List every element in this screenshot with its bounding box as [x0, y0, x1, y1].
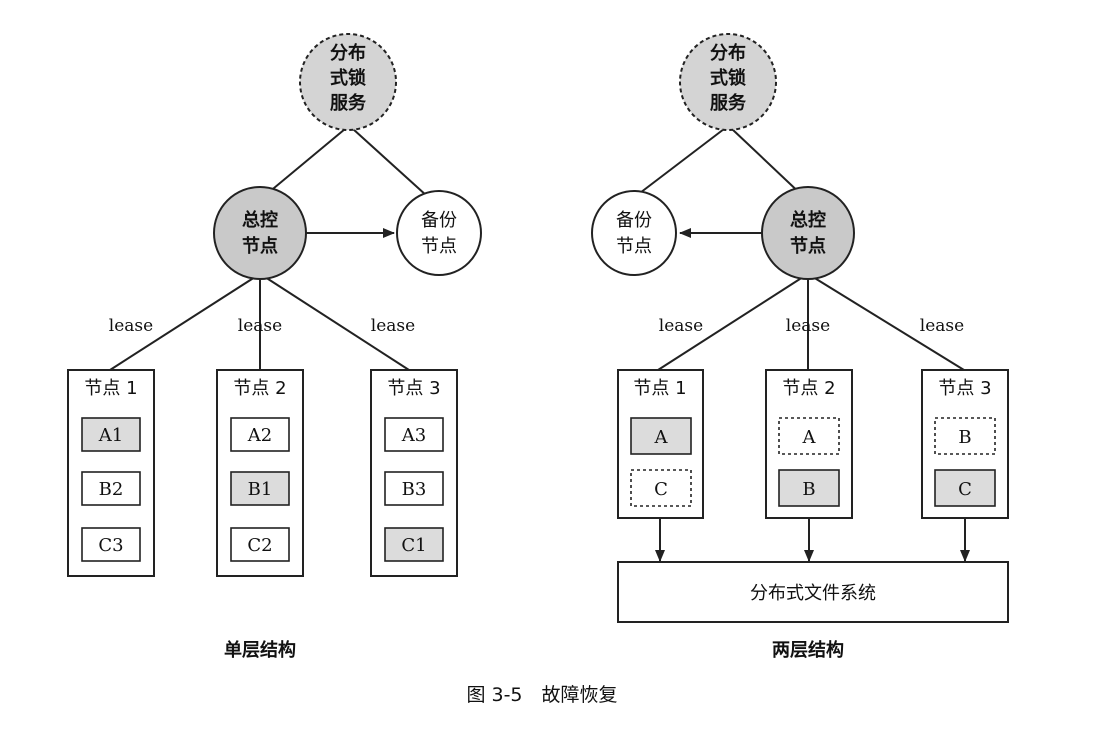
- data-node-3-title: 节点 3: [387, 378, 440, 399]
- two-layer-diagram: 分布 式锁 服务 备份 节点 总控 节点 lease lease lease 节…: [591, 33, 1009, 661]
- lock-service-label-2: 式锁: [330, 67, 366, 89]
- chunk-label: B1: [248, 479, 273, 500]
- chunk-label: B: [958, 427, 971, 448]
- lease-line-3: [264, 276, 410, 371]
- lock-to-master-line: [261, 128, 346, 199]
- chunk-label: A2: [247, 425, 272, 446]
- backup-node-label-2: 节点: [616, 236, 652, 257]
- lock-to-backup-line: [635, 128, 725, 197]
- distributed-lock-service: 分布 式锁 服务: [299, 33, 397, 131]
- single-layer-caption: 单层结构: [224, 639, 296, 661]
- chunk-label: C1: [401, 535, 426, 556]
- master-node: 总控 节点: [761, 186, 855, 280]
- lease-label-1: lease: [659, 316, 703, 336]
- single-layer-diagram: 分布 式锁 服务 总控 节点 备份 节点 lease lease lease 节…: [67, 33, 482, 661]
- data-node-2-title: 节点 2: [233, 378, 286, 399]
- backup-node: 备份 节点: [591, 190, 677, 276]
- master-node: 总控 节点: [213, 186, 307, 280]
- master-node-label-2: 节点: [790, 235, 826, 257]
- master-node-label-1: 总控: [790, 209, 826, 231]
- chunk-label: C3: [98, 535, 123, 556]
- chunk-label: B2: [99, 479, 124, 500]
- data-node-3: 节点 3 A3 B3 C1: [370, 369, 458, 577]
- two-layer-caption: 两层结构: [772, 639, 844, 661]
- lease-label-1: lease: [109, 316, 153, 336]
- lock-service-label-2: 式锁: [710, 67, 746, 89]
- chunk-label: A: [802, 427, 817, 448]
- chunk-label: A3: [401, 425, 426, 446]
- filesystem-label: 分布式文件系统: [750, 583, 876, 604]
- data-node-3: 节点 3 B C: [921, 369, 1009, 519]
- chunk-label: C2: [247, 535, 272, 556]
- chunk-label: A1: [98, 425, 123, 446]
- chunk-label: B3: [402, 479, 427, 500]
- data-node-1-title: 节点 1: [84, 378, 137, 399]
- distributed-file-system: 分布式文件系统: [617, 561, 1009, 623]
- lease-label-2: lease: [786, 316, 830, 336]
- data-node-1-title: 节点 1: [633, 378, 686, 399]
- lock-service-label-3: 服务: [330, 92, 367, 114]
- lock-service-label-1: 分布: [710, 42, 746, 64]
- data-node-1: 节点 1 A1 B2 C3: [67, 369, 155, 577]
- lease-line-3: [812, 276, 965, 371]
- master-node-label-2: 节点: [242, 235, 278, 257]
- lease-label-3: lease: [371, 316, 415, 336]
- lock-service-label-3: 服务: [710, 92, 747, 114]
- chunk-label: A: [654, 427, 669, 448]
- figure-caption: 图 3-5 故障恢复: [466, 684, 617, 706]
- lease-line-1: [109, 276, 256, 371]
- chunk-label: B: [802, 479, 815, 500]
- lock-to-backup-line: [352, 128, 428, 197]
- data-node-3-title: 节点 3: [938, 378, 991, 399]
- master-node-label-1: 总控: [242, 209, 278, 231]
- distributed-lock-service: 分布 式锁 服务: [679, 33, 777, 131]
- lease-label-3: lease: [920, 316, 964, 336]
- backup-node: 备份 节点: [396, 190, 482, 276]
- lease-label-2: lease: [238, 316, 282, 336]
- data-node-1: 节点 1 A C: [617, 369, 704, 519]
- lock-service-label-1: 分布: [330, 42, 366, 64]
- backup-node-label-2: 节点: [421, 236, 457, 257]
- backup-node-label-1: 备份: [616, 210, 652, 231]
- lock-to-master-line: [731, 128, 806, 199]
- data-node-2: 节点 2 A B: [765, 369, 853, 519]
- backup-node-label-1: 备份: [421, 210, 457, 231]
- chunk-label: C: [654, 479, 668, 500]
- data-node-2-title: 节点 2: [782, 378, 835, 399]
- data-node-2: 节点 2 A2 B1 C2: [216, 369, 304, 577]
- chunk-label: C: [958, 479, 972, 500]
- lease-line-1: [657, 276, 804, 371]
